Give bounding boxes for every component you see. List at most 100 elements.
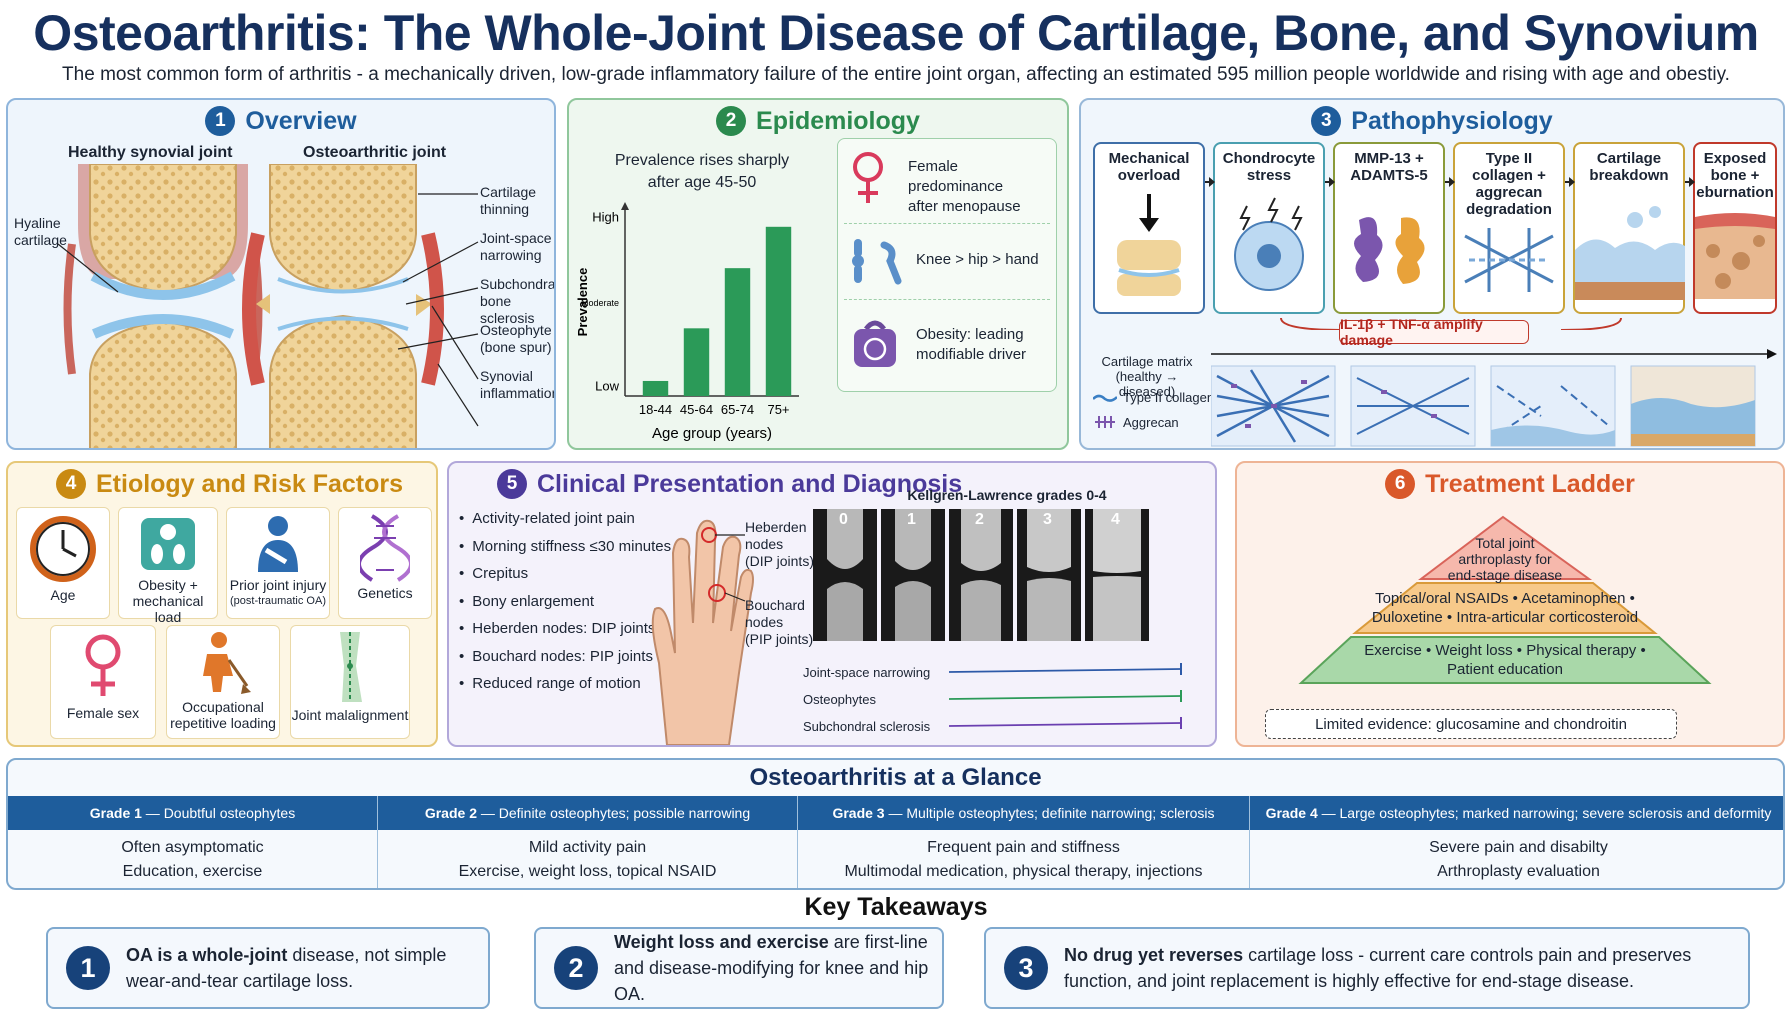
page-title: Osteoarthritis: The Whole-Joint Disease … — [33, 5, 1759, 61]
x-tick-label: 18-44 — [639, 402, 672, 417]
glance-column-grade-1: Grade 1 — Doubtful osteophytes Often asy… — [8, 796, 378, 888]
clinical-panel: 5 Clinical Presentation and Diagnosis Ac… — [447, 461, 1217, 747]
fragmented-collagen-icon — [1464, 228, 1554, 292]
y-axis-label: Prevalence — [575, 268, 590, 337]
y-tick-label: Low — [595, 379, 619, 394]
takeaways-heading: Key Takeaways — [804, 893, 988, 921]
clock-icon — [30, 516, 96, 582]
enzyme-icon — [1354, 217, 1425, 284]
section-number: 5 — [497, 469, 527, 499]
symptom-item: Bouchard nodes: PIP joints — [459, 643, 671, 671]
y-tick-label: High — [592, 209, 619, 224]
matrix-diseased — [1630, 365, 1756, 447]
oa-joint-label: Osteoarthritic joint — [303, 144, 447, 161]
glance-column-grade-2: Grade 2 — Definite osteophytes; possible… — [378, 796, 798, 888]
symptom-item: Reduced range of motion — [459, 670, 671, 698]
risk-factor-female-sex: Female sex — [50, 625, 156, 739]
treatment-pyramid — [1298, 515, 1712, 684]
section-number: 2 — [716, 106, 747, 136]
kl-grade-0: 0 — [813, 509, 877, 641]
cartilage-breakdown-icon — [1575, 206, 1685, 300]
y-tick-label: Moderate — [581, 298, 619, 308]
bar — [724, 268, 751, 396]
clinical-heading: 5 Clinical Presentation and Diagnosis — [449, 469, 1215, 499]
scale-icon — [141, 518, 195, 570]
x-axis-label: Age group (years) — [652, 425, 772, 442]
symptom-item: Crepitus — [459, 560, 671, 588]
worker-shovel-icon — [203, 632, 251, 694]
risk-factor-age: Age — [16, 507, 110, 619]
glance-column-grade-3: Grade 3 — Multiple osteophytes; definite… — [798, 796, 1250, 888]
takeaway-3: 3 No drug yet reverses cartilage loss - … — [984, 927, 1750, 1009]
legend-aggrecan: Aggrecan — [1093, 414, 1179, 430]
section-title: Clinical Presentation and Diagnosis — [537, 469, 963, 498]
kl-feature-progression-lines — [949, 663, 1182, 729]
glance-heading: Osteoarthritis at a Glance — [749, 764, 1042, 791]
takeaway-number: 2 — [554, 946, 598, 990]
leg-alignment-icon — [340, 632, 362, 702]
healthy-joint — [57, 164, 263, 448]
matrix-progression — [1211, 349, 1777, 447]
kl-feature-labels: Joint-space narrowing Osteophytes Subcho… — [803, 665, 931, 734]
section-title: Epidemiology — [756, 106, 920, 135]
tier-base-label: Exercise • Weight loss • Physical therap… — [1364, 642, 1646, 678]
cytokine-feedback-label: IL-1β + TNF-α amplify damage — [1339, 316, 1529, 348]
chondrocyte-icon — [1234, 197, 1304, 291]
osteoarthritic-joint — [242, 164, 479, 448]
tier-top — [1418, 515, 1593, 580]
dna-icon — [357, 514, 413, 582]
etiology-heading: 4 Etiology and Risk Factors — [8, 469, 436, 499]
female-symbol-icon — [85, 634, 121, 696]
symptom-list: Activity-related joint pain Morning stif… — [459, 505, 671, 698]
risk-factor-malalignment: Joint malalignment — [290, 625, 410, 739]
takeaway-number: 1 — [66, 946, 110, 990]
kl-grade-2: 2 — [949, 509, 1013, 641]
section-title: Etiology and Risk Factors — [96, 469, 404, 498]
fact-joints: Knee > hip > hand — [916, 251, 1039, 268]
matrix-moderate — [1490, 365, 1616, 447]
aggrecan-legend-icon — [1095, 416, 1115, 428]
matrix-early — [1350, 365, 1476, 447]
x-tick-label: 75+ — [767, 402, 789, 417]
section-number: 6 — [1385, 469, 1416, 499]
glance-column-grade-4: Grade 4 — Large osteophytes; marked narr… — [1250, 796, 1783, 888]
risk-factor-injury: Prior joint injury(post-traumatic OA) — [226, 507, 330, 619]
overview-panel: 1 Overview Healthy synovial joint Osteoa… — [6, 98, 556, 450]
symptom-item: Bony enlargement — [459, 588, 671, 616]
section-number: 4 — [56, 469, 86, 499]
bar — [683, 328, 710, 396]
kl-grade-3: 3 — [1017, 509, 1081, 641]
symptom-item: Heberden nodes: DIP joints — [459, 615, 671, 643]
etiology-panel: 4 Etiology and Risk Factors Age Obesity … — [6, 461, 438, 747]
kl-grade-4: 4 — [1085, 509, 1149, 641]
weight-icon — [850, 315, 900, 376]
y-axis-arrow — [621, 202, 629, 210]
takeaway-1: 1 OA is a whole-joint disease, not simpl… — [46, 927, 490, 1009]
collagen-legend-icon — [1093, 394, 1117, 402]
epidemiology-heading: 2 Epidemiology — [569, 106, 1067, 136]
kl-title: Kellgren-Lawrence grades 0-4 — [907, 487, 1107, 503]
x-tick-label: 65-74 — [721, 402, 754, 417]
female-symbol-icon — [848, 149, 888, 212]
callout-osteophyte: Osteophyte(bone spur) — [480, 322, 552, 355]
step-enzymes: MMP-13 +ADAMTS-5 — [1333, 142, 1445, 314]
bar — [765, 226, 792, 396]
section-title: Treatment Ladder — [1425, 469, 1635, 498]
kl-xray-strip: 0 1 2 3 4 — [813, 509, 1149, 641]
healthy-joint-label: Healthy synovial joint — [68, 144, 233, 161]
treatment-heading: 6 Treatment Ladder — [1237, 469, 1783, 499]
